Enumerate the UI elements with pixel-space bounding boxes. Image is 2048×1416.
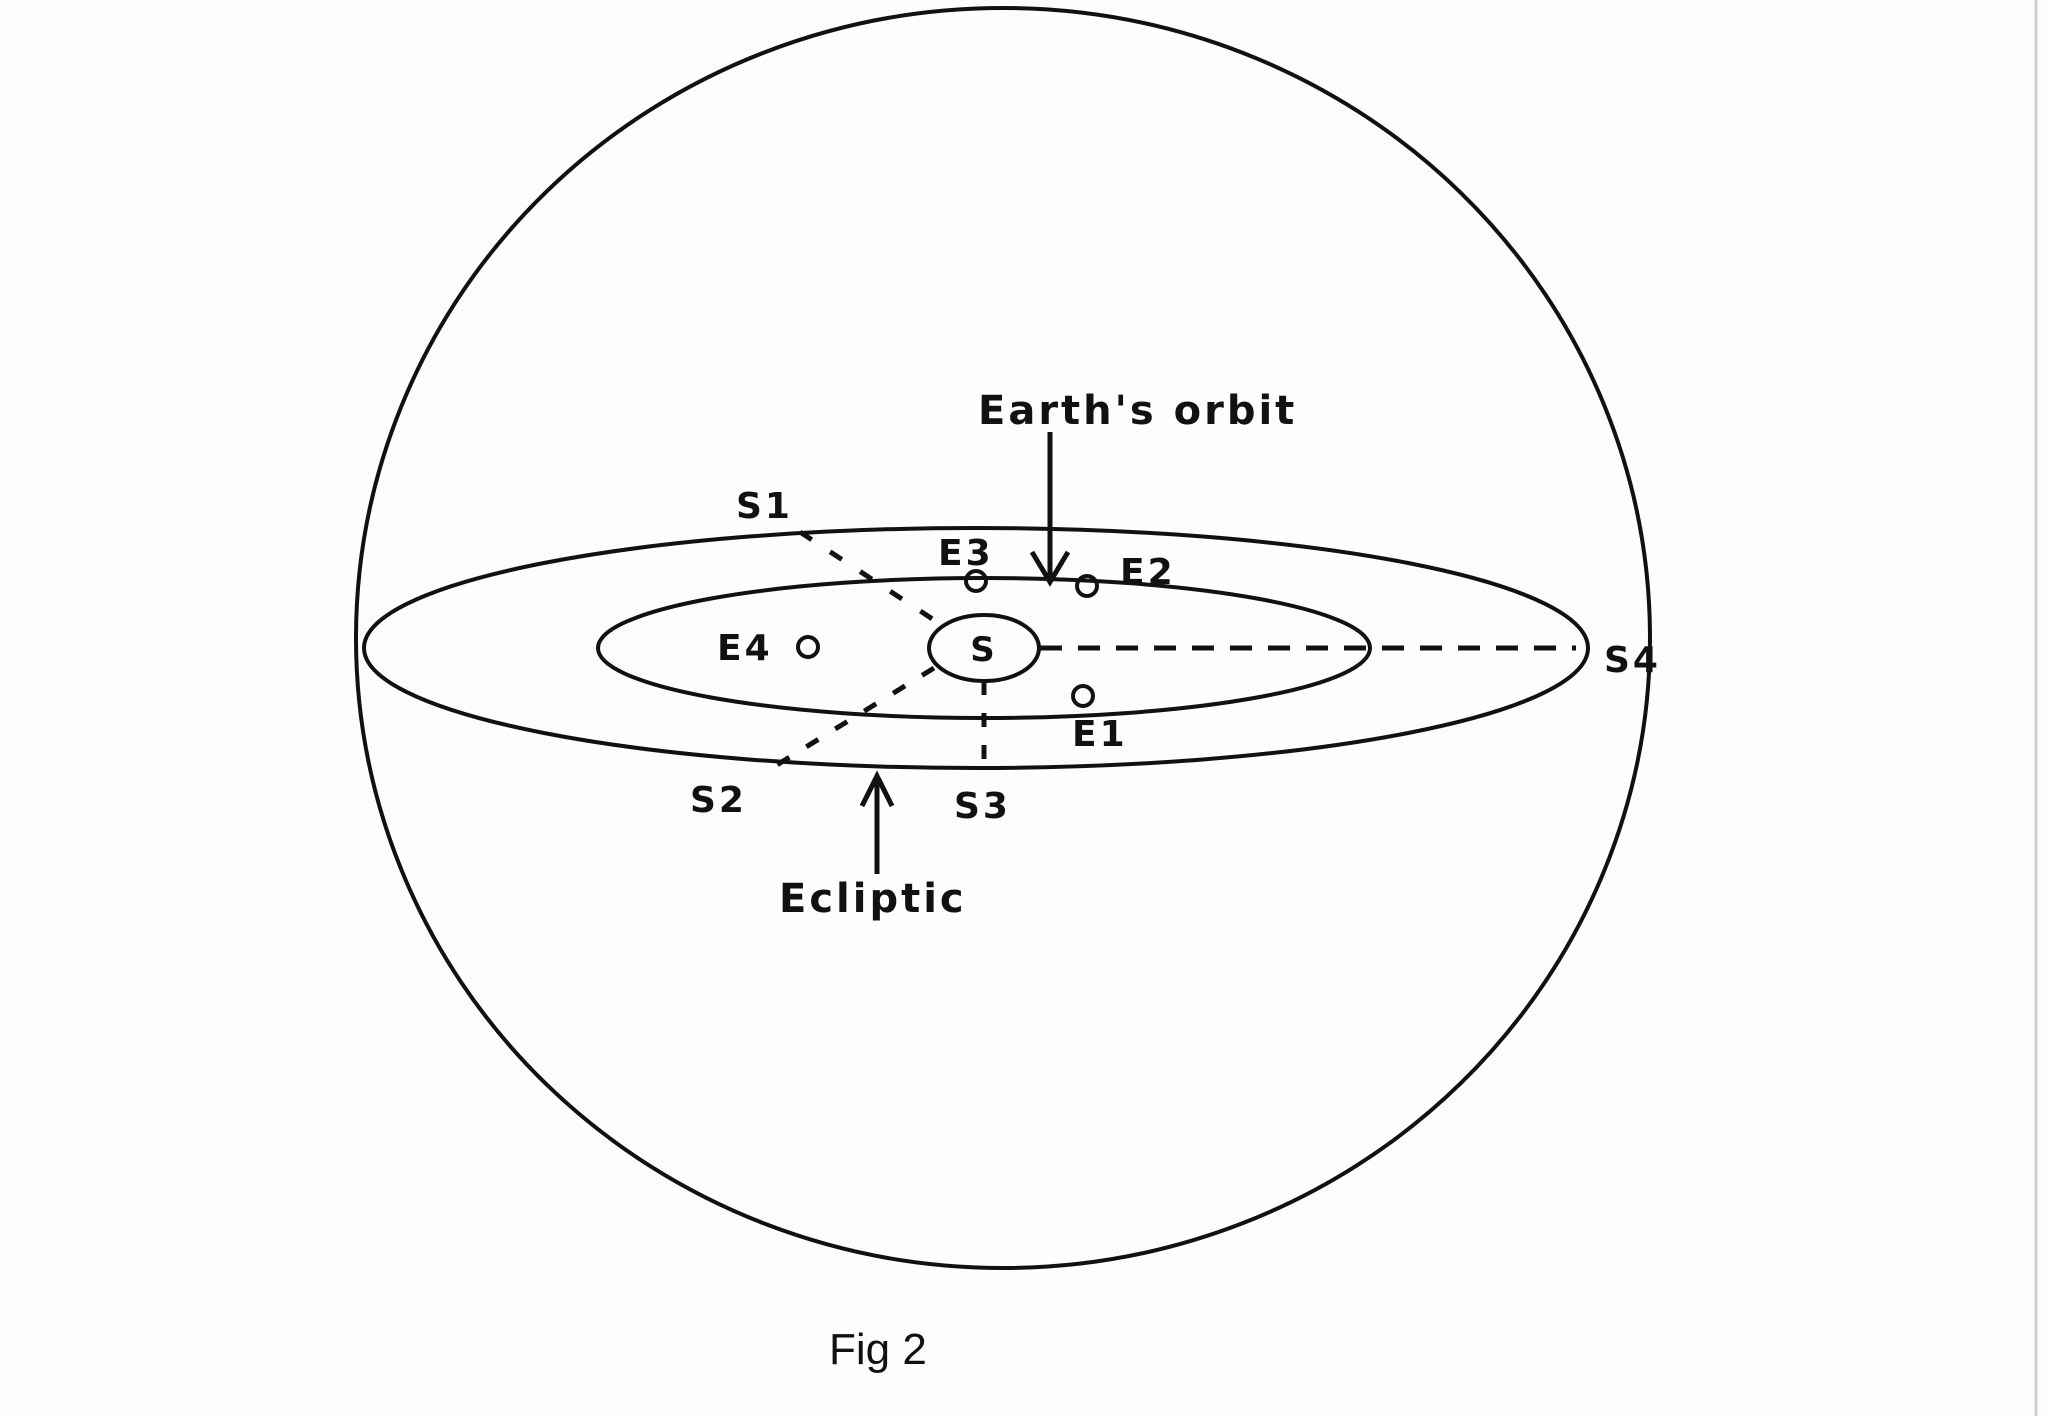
ecliptic-arrow-head [859, 770, 895, 808]
e4-label: E4 [717, 628, 773, 669]
earth-position-e1 [1071, 684, 1095, 708]
earth-position-e2 [1075, 574, 1099, 598]
s1-label: S1 [736, 486, 793, 527]
celestial-sphere [354, 6, 1652, 1270]
sun-label: S [970, 630, 998, 670]
figure-caption: Fig 2 [829, 1325, 927, 1374]
sightline-s1 [798, 529, 936, 623]
ecliptic-label: Ecliptic [779, 876, 967, 922]
earth-position-e4 [796, 635, 820, 659]
ecliptic-ellipse [362, 526, 1590, 770]
s4-label: S4 [1604, 640, 1661, 681]
e1-label: E1 [1072, 714, 1128, 755]
earth-orbit-arrow-head [1029, 550, 1071, 587]
earths-orbit-label: Earth's orbit [978, 388, 1297, 434]
s3-label: S3 [954, 786, 1011, 827]
s2-label: S2 [690, 780, 747, 821]
e3-label: E3 [938, 533, 994, 574]
e2-label: E2 [1120, 552, 1176, 593]
earth-position-e3 [964, 569, 988, 593]
